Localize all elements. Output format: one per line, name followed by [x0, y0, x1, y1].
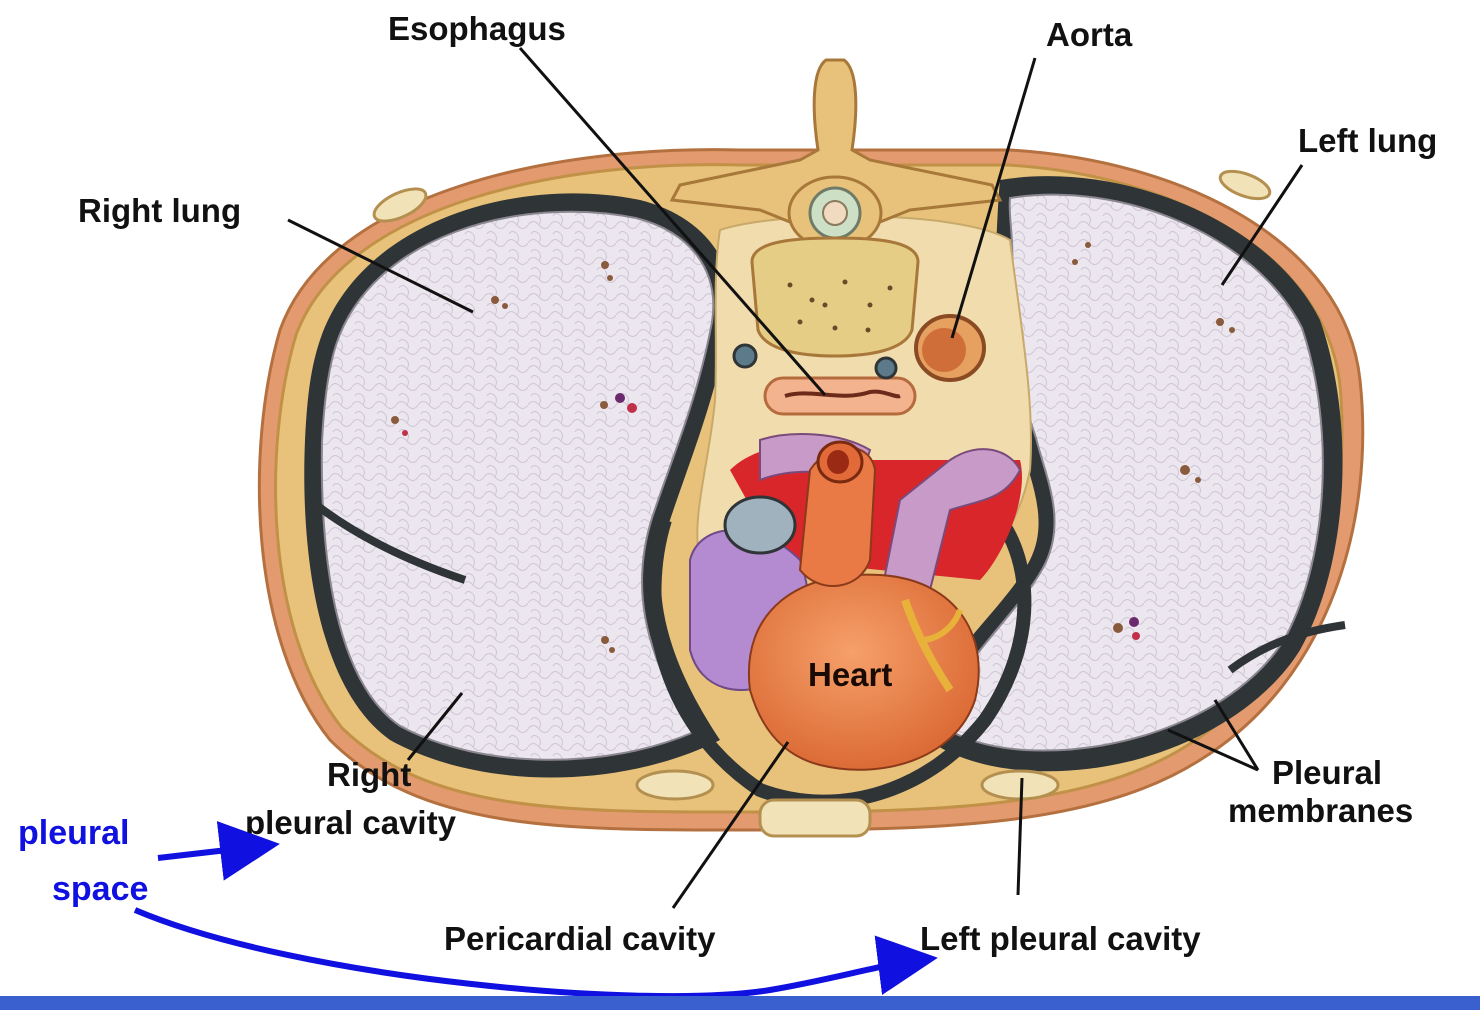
- pleural-space-annotation: pleural space: [18, 814, 920, 996]
- aorta: [916, 316, 984, 380]
- label-pericardial-cavity: Pericardial cavity: [444, 920, 716, 957]
- arrow-to-right-pleural-cavity: [158, 846, 262, 858]
- label-esophagus: Esophagus: [388, 10, 566, 47]
- label-left-pleural-cavity: Left pleural cavity: [920, 920, 1201, 957]
- annotation-space: space: [52, 870, 148, 908]
- thoracic-duct: [876, 358, 896, 378]
- label-left-lung: Left lung: [1298, 122, 1437, 159]
- label-right-pleural-cavity-2: pleural cavity: [245, 804, 457, 841]
- label-pleural-membranes-2: membranes: [1228, 792, 1413, 829]
- label-right-lung: Right lung: [78, 192, 241, 229]
- label-aorta: Aorta: [1046, 16, 1133, 53]
- azygos-vein: [734, 345, 756, 367]
- label-heart: Heart: [808, 656, 892, 693]
- label-right-pleural-cavity-1: Right: [327, 756, 411, 793]
- esophagus: [765, 378, 915, 414]
- label-pleural-membranes-1: Pleural: [1272, 754, 1382, 791]
- annotation-pleural: pleural: [18, 814, 129, 852]
- slide-bottom-band: [0, 996, 1480, 1010]
